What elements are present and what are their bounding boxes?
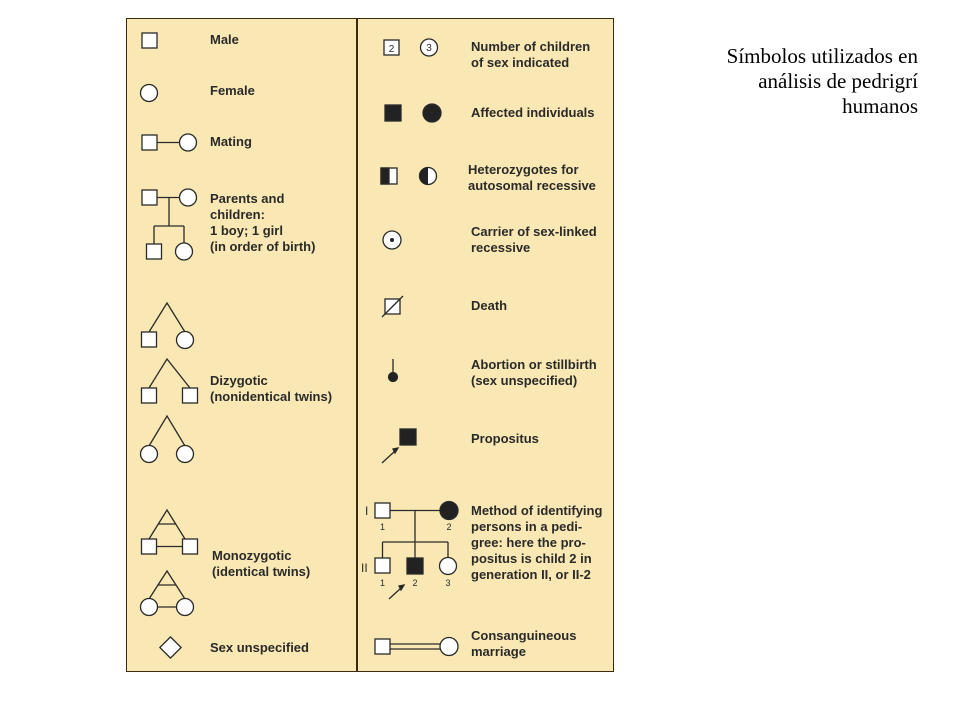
propositus-symbol bbox=[381, 428, 417, 464]
sex-linked-carrier-symbol bbox=[382, 230, 402, 250]
label-method-of-identifying: Method of identifying persons in a pedi-… bbox=[471, 503, 603, 582]
pedigree-symbols: 2 3 I bbox=[139, 32, 459, 660]
dizygotic-twins-male-male-symbol bbox=[140, 357, 199, 404]
gen2-num-2: 2 bbox=[412, 578, 417, 588]
generation-ii-label: II bbox=[361, 561, 368, 575]
consanguineous-marriage-symbol bbox=[374, 636, 459, 657]
label-sex-linked-carrier: Carrier of sex-linked recessive bbox=[471, 224, 597, 255]
generation-i-label: I bbox=[365, 504, 368, 518]
monozygotic-twins-female-symbol bbox=[139, 569, 195, 617]
heterozygote-symbol bbox=[380, 166, 438, 186]
dizygotic-twins-female-female-symbol bbox=[139, 414, 195, 464]
slide-caption: Símbolos utilizados en análisis de pedri… bbox=[726, 44, 918, 118]
label-male: Male bbox=[210, 32, 239, 47]
label-consanguineous-marriage: Consanguineous marriage bbox=[471, 628, 577, 659]
label-heterozygotes: Heterozygotes for autosomal recessive bbox=[468, 162, 596, 193]
label-propositus: Propositus bbox=[471, 431, 539, 446]
parents-and-children-symbol bbox=[141, 188, 198, 261]
label-abortion: Abortion or stillbirth (sex unspecified) bbox=[471, 357, 597, 388]
label-sex-unspecified: Sex unspecified bbox=[210, 640, 309, 655]
sex-unspecified-symbol bbox=[158, 635, 183, 660]
monozygotic-twins-male-symbol bbox=[140, 508, 199, 555]
gen1-num-2: 2 bbox=[446, 522, 451, 532]
column-divider bbox=[356, 19, 358, 671]
pedigree-symbol-chart: 2 3 I bbox=[126, 18, 614, 672]
male-symbol bbox=[141, 32, 158, 49]
number-of-children-symbol: 2 3 bbox=[383, 38, 439, 57]
label-number-of-children: Number of children of sex indicated bbox=[471, 39, 591, 70]
dizygotic-twins-male-female-symbol bbox=[140, 301, 195, 350]
gen2-num-3: 3 bbox=[445, 578, 450, 588]
label-affected-individuals: Affected individuals bbox=[471, 105, 595, 120]
female-symbol bbox=[139, 83, 159, 103]
female-count-text: 3 bbox=[426, 43, 432, 54]
male-count-text: 2 bbox=[389, 44, 395, 55]
mating-symbol bbox=[141, 133, 198, 152]
label-monozygotic: Monozygotic (identical twins) bbox=[212, 548, 311, 579]
label-female: Female bbox=[210, 83, 255, 98]
label-death: Death bbox=[471, 298, 508, 313]
label-mating: Mating bbox=[210, 134, 252, 149]
label-parents-and-children: Parents and children: 1 boy; 1 girl (in … bbox=[210, 191, 316, 254]
label-dizygotic: Dizygotic (nonidentical twins) bbox=[210, 373, 333, 404]
abortion-symbol bbox=[387, 359, 399, 383]
gen1-num-1: 1 bbox=[380, 522, 385, 532]
affected-individuals-symbol bbox=[384, 103, 442, 123]
death-symbol bbox=[381, 295, 404, 318]
gen2-num-1: 1 bbox=[380, 578, 385, 588]
pedigree-numbering-example: I 1 2 II 1 2 3 bbox=[361, 500, 459, 600]
